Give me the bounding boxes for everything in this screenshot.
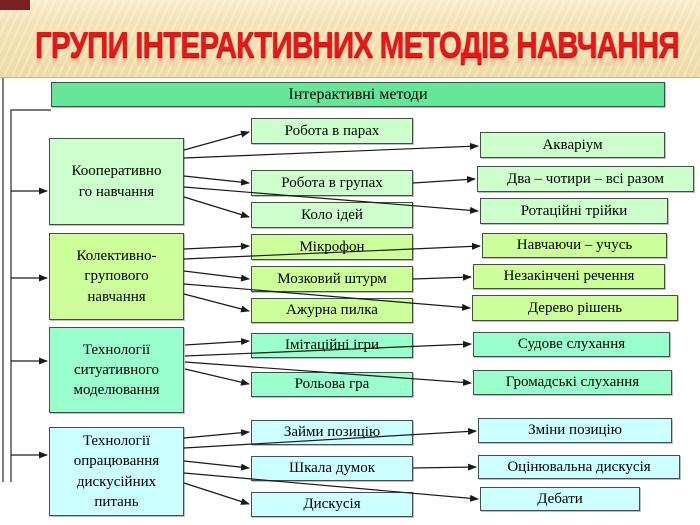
arrow [412,273,472,281]
arrow [184,338,250,346]
submethod-box: Зміни позицію [478,418,672,443]
method-box: Мікрофон [251,234,413,260]
submethod-box: Громадські слухання [473,370,672,395]
slide-title: ГРУПИ ІНТЕРАКТИВНИХ МЕТОДІВ НАВЧАННЯ [35,24,680,65]
root-box: Інтерактивні методи [51,82,665,107]
banner: ГРУПИ ІНТЕРАКТИВНИХ МЕТОДІВ НАВЧАННЯ [0,0,700,78]
trunk-line [2,78,51,482]
corner-accent [0,0,30,10]
arrow [183,196,250,218]
arrow [412,463,477,471]
category-box-1: Колективно- групового навчання [49,233,184,320]
method-box: Ажурна пилка [251,298,413,323]
arrow [183,242,250,250]
arrow [183,429,250,439]
submethod-box: Дебати [480,487,640,511]
method-box: Займи позицію [251,420,413,445]
method-box: Імітаційні ігри [251,333,413,358]
method-box: Рольова гра [251,372,413,397]
arrow [183,270,250,282]
category-box-0: Кооперативно го навчання [49,138,184,225]
method-box: Робота в парах [251,118,413,144]
arrow [412,176,476,184]
method-box: Робота в групах [251,170,413,196]
arrow [184,368,250,386]
method-box: Дискусія [251,492,413,517]
submethod-box: Ротаційні трійки [480,198,668,224]
submethod-box: Оцінювальна дискусія [478,455,680,479]
category-box-2: Технології ситуативного моделювання [49,327,184,413]
arrow [183,293,250,313]
method-box: Коло ідей [251,202,413,228]
method-box: Мозковий штурм [251,266,413,292]
submethod-box: Два – чотири – всі разом [477,166,694,192]
method-box: Шкала думок [251,456,413,481]
submethod-box: Дерево рішень [472,295,678,321]
submethod-box: Судове слухання [473,332,670,357]
arrow [183,460,250,471]
submethod-box: Навчаючи – учусь [482,233,667,258]
arrow [183,175,250,186]
submethod-box: Акваріум [480,132,665,158]
arrow [183,142,479,159]
submethod-box: Незакінчені речення [473,264,665,289]
arrow [183,482,250,505]
arrow [183,130,250,151]
category-box-3: Технології опрацювання дискусійних питан… [49,427,184,516]
